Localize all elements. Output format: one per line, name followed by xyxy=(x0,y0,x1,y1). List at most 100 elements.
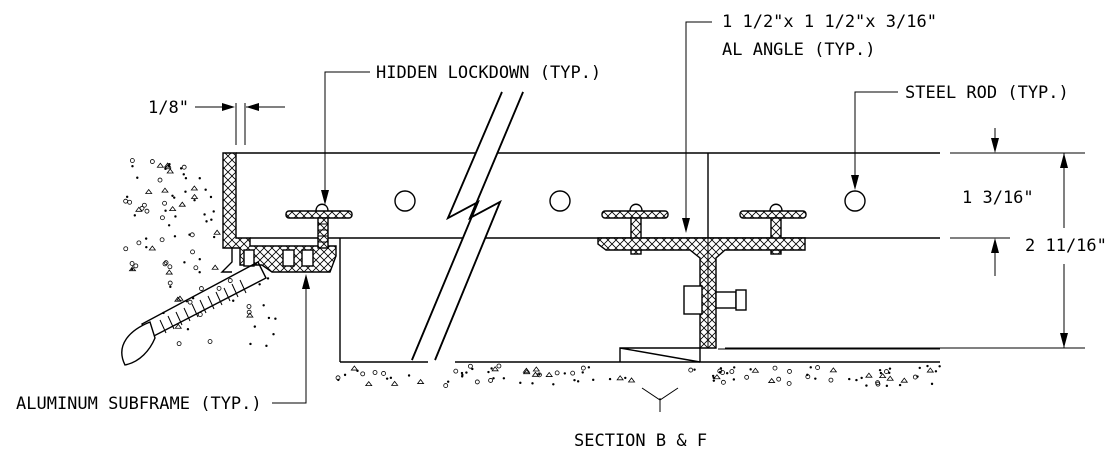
concrete-speck xyxy=(627,377,636,383)
concrete-speck xyxy=(198,271,201,274)
concrete-speck xyxy=(156,162,165,168)
concrete-speck xyxy=(136,176,139,179)
concrete-speck xyxy=(190,249,195,255)
concrete-speck xyxy=(815,365,820,370)
concrete-speck xyxy=(744,374,750,380)
concrete-speck xyxy=(711,374,715,378)
concrete-speck xyxy=(581,371,584,374)
concrete-speck xyxy=(443,383,449,388)
concrete-speck xyxy=(207,339,213,344)
concrete-speck xyxy=(372,370,378,375)
concrete-speck xyxy=(187,299,193,305)
concrete-speck xyxy=(212,210,215,213)
label-gap: 1/8" xyxy=(148,98,189,118)
concrete-speck xyxy=(608,377,612,381)
concrete-speck xyxy=(532,366,541,372)
concrete-speck xyxy=(488,378,494,383)
concrete-speck xyxy=(616,375,624,381)
label-angle-material: AL ANGLE (TYP.) xyxy=(722,40,876,60)
concrete-speck xyxy=(173,235,177,238)
concrete-speck xyxy=(875,381,881,387)
concrete-speck xyxy=(176,341,182,347)
label-subframe: ALUMINUM SUBFRAME (TYP.) xyxy=(16,394,262,414)
concrete-speck xyxy=(131,165,134,168)
concrete-speck xyxy=(688,367,694,373)
concrete-speck xyxy=(732,378,736,381)
concrete-speck xyxy=(139,205,145,211)
concrete-speck xyxy=(198,257,201,261)
concrete-speck xyxy=(713,374,721,380)
concrete-speck xyxy=(390,380,399,386)
concrete-speck xyxy=(165,269,174,275)
concrete-speck xyxy=(573,378,576,382)
concrete-speck xyxy=(496,363,502,369)
concrete-speck xyxy=(123,246,129,252)
concrete-speck xyxy=(249,342,252,346)
concrete-speck xyxy=(865,372,873,378)
concrete-speck xyxy=(135,206,143,212)
concrete-speck xyxy=(809,366,812,369)
concrete-speck xyxy=(246,309,252,315)
concrete-speck xyxy=(262,304,265,307)
concrete-fill-left xyxy=(123,158,277,348)
concrete-speck xyxy=(181,164,187,170)
concrete-speck xyxy=(162,261,168,267)
concrete-speck xyxy=(776,376,782,382)
concrete-speck xyxy=(190,193,199,199)
concrete-speck xyxy=(407,374,411,377)
concrete-speck xyxy=(885,384,889,388)
concrete-speck xyxy=(538,373,541,376)
concrete-speck xyxy=(163,162,172,168)
section-symbol xyxy=(641,387,679,412)
concrete-speck xyxy=(173,196,176,199)
concrete-speck xyxy=(166,168,175,174)
concrete-speck xyxy=(733,366,736,369)
concrete-speck xyxy=(693,368,696,371)
concrete-speck xyxy=(814,377,817,380)
concrete-speck xyxy=(159,237,165,243)
concrete-speck xyxy=(805,374,811,380)
concrete-speck xyxy=(213,229,221,235)
concrete-speck xyxy=(492,377,495,380)
concrete-speck xyxy=(729,369,735,374)
concrete-speck xyxy=(712,379,716,382)
concrete-speck xyxy=(587,366,591,369)
concrete-speck xyxy=(930,382,934,386)
concrete-speck xyxy=(123,198,129,204)
concrete-speck xyxy=(934,370,938,373)
concrete-speck xyxy=(205,220,208,223)
concrete-speck xyxy=(246,304,252,309)
concrete-speck xyxy=(416,378,425,384)
concrete-speck xyxy=(912,374,918,380)
concrete-speck xyxy=(169,285,172,289)
concrete-speck xyxy=(360,371,366,377)
concrete-speck xyxy=(258,283,261,286)
concrete-speck xyxy=(216,285,222,291)
concrete-speck xyxy=(272,333,275,336)
concrete-speck xyxy=(211,264,219,270)
concrete-speck xyxy=(274,317,277,320)
concrete-speck xyxy=(190,185,199,191)
concrete-speck xyxy=(136,240,142,246)
concrete-speck xyxy=(491,366,499,372)
concrete-speck xyxy=(174,215,177,218)
concrete-speck xyxy=(209,195,213,199)
concrete-speck xyxy=(898,383,902,387)
concrete-speck xyxy=(772,365,778,371)
concrete-speck xyxy=(389,376,393,380)
concrete-speck xyxy=(128,266,137,272)
anchor-stud xyxy=(121,261,267,366)
concrete-speck xyxy=(829,367,838,373)
concrete-speck xyxy=(129,158,135,163)
concrete-speck xyxy=(167,264,173,270)
concrete-speck xyxy=(554,370,560,376)
concrete-speck xyxy=(189,232,195,238)
steel-rod xyxy=(549,190,571,212)
dim-upper-value: 1 3/16" xyxy=(962,188,1034,208)
concrete-speck xyxy=(719,367,723,370)
concrete-speck xyxy=(487,370,490,374)
concrete-speck xyxy=(938,365,941,368)
concrete-speck xyxy=(144,188,153,194)
concrete-speck xyxy=(178,201,187,207)
